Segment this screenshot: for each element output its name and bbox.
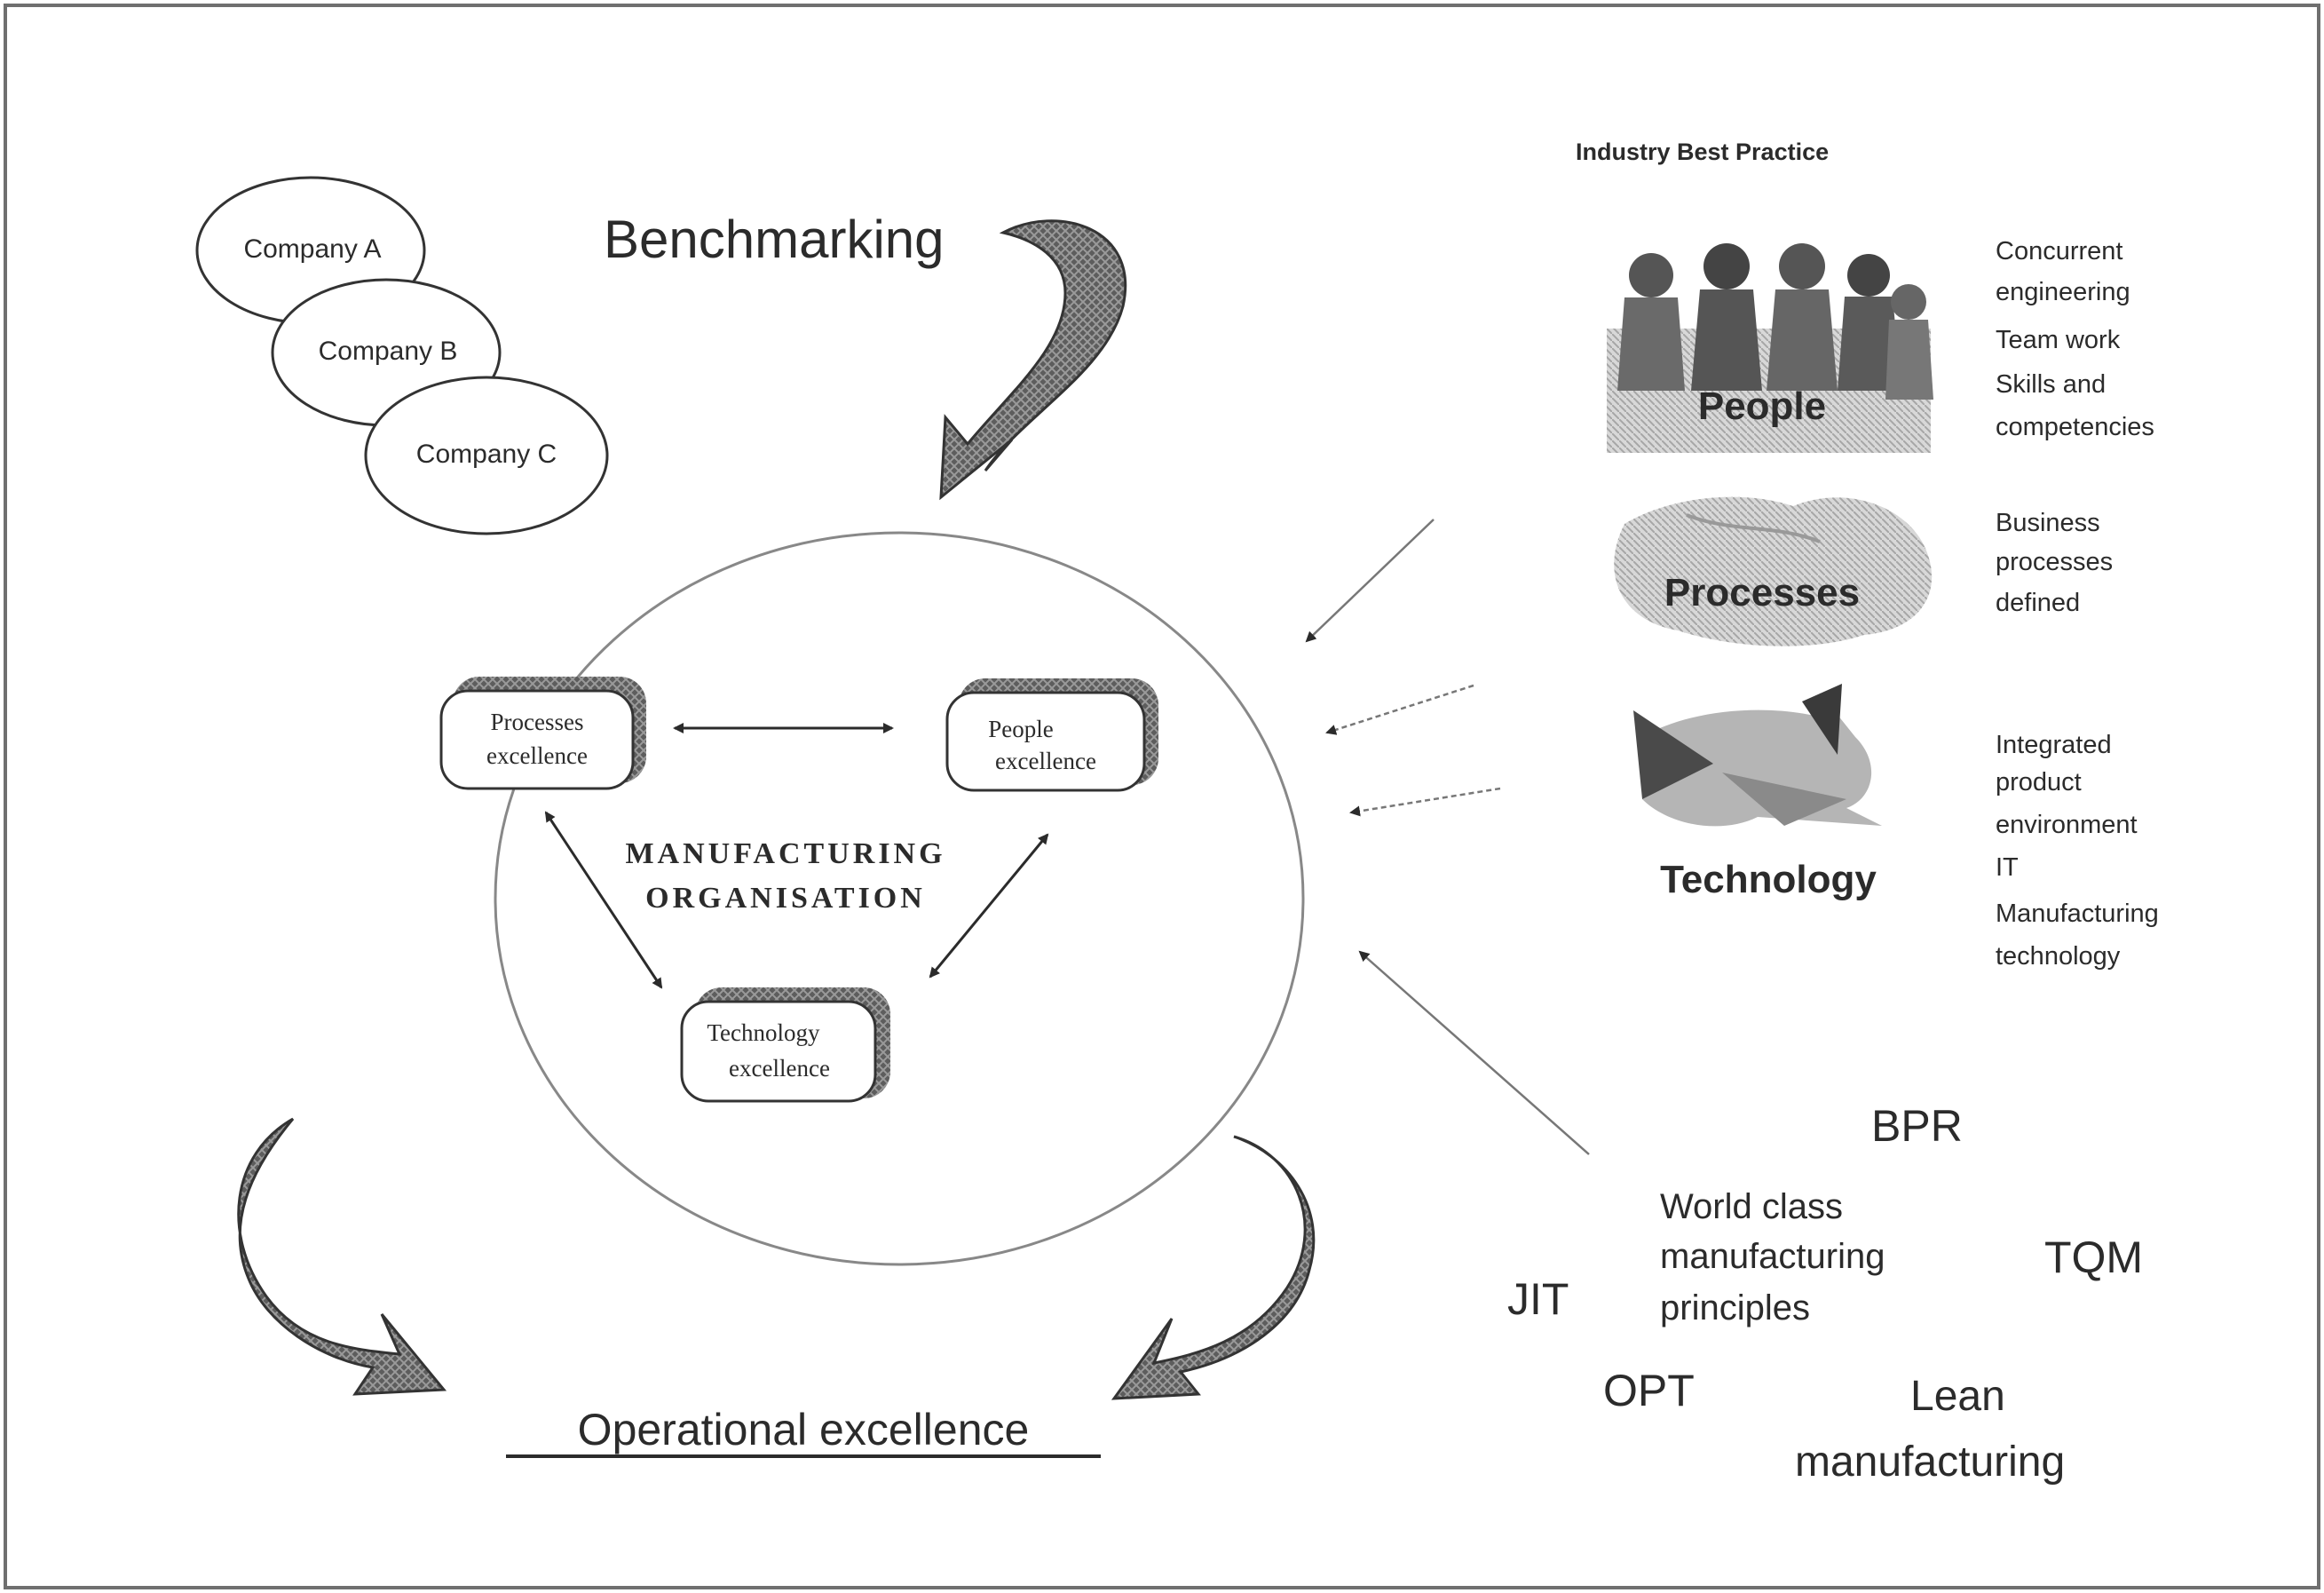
figure-frame	[4, 4, 2320, 1589]
organisation-title-line1: MANUFACTURING	[625, 837, 945, 870]
technology-item: Manufacturing	[1996, 900, 2159, 928]
people-item: Skills and	[1996, 370, 2106, 399]
principles-cluster: BPR World class manufacturing principles…	[1507, 1101, 2143, 1486]
right-feedback-arrow-icon	[1111, 1135, 1316, 1400]
organisation-ellipse	[494, 531, 1305, 1266]
company-b-label: Company B	[319, 337, 458, 366]
processes-item: processes	[1996, 548, 2113, 576]
people-item: Team work	[1996, 326, 2121, 354]
people-item: Concurrent	[1996, 237, 2122, 266]
left-feedback-arrow-icon	[237, 1117, 447, 1396]
company-c-ellipse	[364, 376, 609, 535]
processes-excellence-node: Processes excellence	[439, 677, 646, 790]
technology-item: IT	[1996, 853, 2019, 882]
lean-line2: manufacturing	[1795, 1438, 2065, 1486]
opt-label: OPT	[1603, 1366, 1695, 1415]
operational-excellence-label: Operational excellence	[578, 1405, 1030, 1454]
processes-clipart-label: Processes	[1664, 571, 1860, 614]
people-excellence-line2: excellence	[995, 748, 1096, 774]
technology-item: product	[1996, 768, 2082, 796]
lean-line1: Lean	[1910, 1373, 2005, 1420]
processes-inflow-arrow	[1325, 684, 1474, 735]
organisation-title-line2: ORGANISATION	[645, 882, 926, 915]
technology-excellence-line2: excellence	[729, 1055, 830, 1082]
technology-excellence-node: Technology excellence	[680, 987, 890, 1103]
technology-clipart-icon	[1633, 684, 1882, 827]
processes-items-list: Business processes defined	[1996, 509, 2113, 617]
processes-clipart-icon	[1614, 496, 1933, 646]
technology-excellence-line1: Technology	[707, 1019, 820, 1046]
jit-label: JIT	[1507, 1274, 1569, 1324]
benchmarking-label: Benchmarking	[604, 210, 945, 269]
company-c-label: Company C	[416, 440, 557, 469]
processes-technology-arrow	[544, 811, 663, 989]
processes-excellence-line1: Processes	[491, 709, 584, 735]
people-clipart-icon	[1607, 243, 1933, 453]
processes-item: Business	[1996, 509, 2100, 537]
technology-inflow-arrow	[1349, 787, 1501, 817]
benchmarking-arrow-icon	[939, 219, 1127, 501]
technology-clipart-label: Technology	[1660, 858, 1877, 901]
people-inflow-arrow	[1305, 519, 1435, 643]
tqm-label: TQM	[2044, 1232, 2143, 1282]
best-practice-title: Industry Best Practice	[1576, 139, 1829, 165]
wcm-line3: principles	[1660, 1288, 1810, 1328]
wcm-line1: World class	[1660, 1187, 1843, 1226]
technology-items-list: Integrated product environment IT Manufa…	[1996, 731, 2159, 971]
company-group: Company A Company B Company C	[195, 176, 609, 535]
wcm-line2: manufacturing	[1660, 1237, 1885, 1276]
people-excellence-node: People excellence	[945, 678, 1158, 792]
people-excellence-line1: People	[988, 716, 1054, 742]
people-technology-arrow	[929, 833, 1049, 979]
bpr-label: BPR	[1871, 1101, 1963, 1151]
processes-item: defined	[1996, 589, 2080, 617]
people-items-list: Concurrent engineering Team work Skills …	[1996, 237, 2154, 441]
technology-item: Integrated	[1996, 731, 2112, 759]
people-item: competencies	[1996, 413, 2154, 441]
people-item: engineering	[1996, 278, 2130, 306]
principles-inflow-arrow	[1358, 950, 1590, 1155]
technology-item: environment	[1996, 811, 2138, 839]
people-clipart-label: People	[1698, 384, 1826, 428]
company-a-label: Company A	[243, 234, 381, 264]
technology-item: technology	[1996, 942, 2121, 971]
processes-excellence-line2: excellence	[486, 742, 588, 769]
